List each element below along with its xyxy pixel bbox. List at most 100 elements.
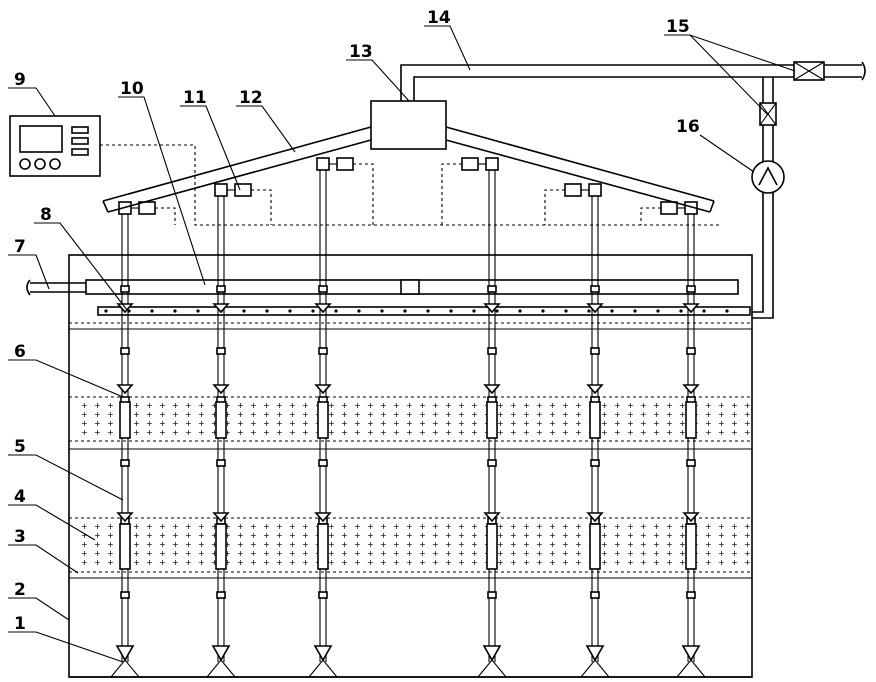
svg-text:+: + [198, 558, 205, 567]
svg-text:+: + [133, 558, 140, 567]
svg-text:+: + [107, 410, 114, 419]
svg-text:+: + [653, 540, 660, 549]
svg-text:+: + [302, 410, 309, 419]
svg-text:+: + [445, 419, 452, 428]
svg-text:+: + [380, 419, 387, 428]
svg-text:+: + [341, 540, 348, 549]
svg-text:+: + [432, 419, 439, 428]
svg-text:+: + [185, 522, 192, 531]
svg-text:+: + [380, 401, 387, 410]
svg-text:+: + [198, 401, 205, 410]
svg-text:+: + [445, 522, 452, 531]
svg-text:+: + [744, 558, 751, 567]
svg-text:+: + [406, 522, 413, 531]
svg-text:+: + [302, 428, 309, 437]
svg-text:+: + [614, 410, 621, 419]
svg-text:+: + [523, 549, 530, 558]
svg-text:+: + [744, 522, 751, 531]
svg-text:+: + [510, 410, 517, 419]
svg-text:+: + [302, 419, 309, 428]
pipe-column [308, 157, 374, 678]
svg-text:+: + [367, 549, 374, 558]
svg-text:+: + [523, 522, 530, 531]
svg-text:+: + [172, 549, 179, 558]
svg-text:+: + [237, 410, 244, 419]
svg-text:+: + [536, 401, 543, 410]
svg-text:+: + [718, 428, 725, 437]
svg-text:+: + [549, 549, 556, 558]
svg-text:+: + [367, 401, 374, 410]
svg-text:+: + [445, 549, 452, 558]
svg-text:+: + [471, 401, 478, 410]
svg-text:+: + [705, 549, 712, 558]
svg-text:+: + [601, 549, 608, 558]
svg-text:+: + [393, 558, 400, 567]
svg-text:+: + [185, 428, 192, 437]
svg-text:+: + [354, 401, 361, 410]
svg-text:+: + [224, 522, 231, 531]
svg-text:+: + [497, 549, 504, 558]
svg-text:+: + [94, 549, 101, 558]
svg-text:+: + [731, 401, 738, 410]
svg-text:+: + [458, 522, 465, 531]
svg-text:+: + [198, 522, 205, 531]
svg-text:+: + [510, 549, 517, 558]
svg-text:+: + [341, 549, 348, 558]
svg-text:+: + [146, 549, 153, 558]
svg-text:+: + [263, 531, 270, 540]
svg-text:+: + [263, 410, 270, 419]
svg-text:+: + [367, 540, 374, 549]
svg-text:+: + [614, 419, 621, 428]
svg-text:+: + [627, 419, 634, 428]
svg-text:+: + [640, 401, 647, 410]
svg-text:+: + [250, 531, 257, 540]
svg-text:+: + [107, 522, 114, 531]
svg-text:+: + [367, 419, 374, 428]
svg-text:+: + [432, 428, 439, 437]
svg-text:+: + [497, 428, 504, 437]
svg-text:+: + [94, 558, 101, 567]
controller [9, 115, 720, 226]
svg-text:+: + [185, 401, 192, 410]
svg-text:+: + [575, 549, 582, 558]
svg-text:+: + [614, 428, 621, 437]
svg-text:+: + [198, 410, 205, 419]
svg-text:+: + [211, 428, 218, 437]
svg-text:+: + [653, 419, 660, 428]
svg-text:+: + [263, 558, 270, 567]
svg-text:+: + [406, 531, 413, 540]
svg-text:+: + [328, 428, 335, 437]
svg-text:+: + [679, 540, 686, 549]
svg-text:+: + [471, 419, 478, 428]
svg-text:+: + [601, 410, 608, 419]
svg-text:+: + [601, 522, 608, 531]
svg-text:+: + [302, 401, 309, 410]
svg-text:+: + [354, 558, 361, 567]
svg-text:+: + [94, 540, 101, 549]
svg-text:+: + [419, 522, 426, 531]
svg-text:+: + [406, 558, 413, 567]
svg-text:+: + [380, 531, 387, 540]
svg-text:+: + [81, 428, 88, 437]
svg-text:+: + [133, 428, 140, 437]
svg-text:+: + [562, 531, 569, 540]
svg-text:+: + [666, 419, 673, 428]
svg-text:+: + [172, 410, 179, 419]
svg-text:+: + [549, 428, 556, 437]
svg-text:+: + [354, 410, 361, 419]
svg-text:+: + [640, 540, 647, 549]
svg-text:+: + [94, 419, 101, 428]
svg-text:+: + [679, 522, 686, 531]
svg-text:+: + [250, 558, 257, 567]
svg-text:+: + [341, 419, 348, 428]
svg-text:+: + [224, 410, 231, 419]
svg-text:+: + [146, 531, 153, 540]
svg-text:+: + [679, 549, 686, 558]
label-1: 1 [14, 614, 26, 634]
svg-text:+: + [146, 428, 153, 437]
svg-text:+: + [523, 401, 530, 410]
svg-text:+: + [81, 540, 88, 549]
svg-text:+: + [328, 540, 335, 549]
svg-text:+: + [159, 410, 166, 419]
svg-text:+: + [549, 410, 556, 419]
